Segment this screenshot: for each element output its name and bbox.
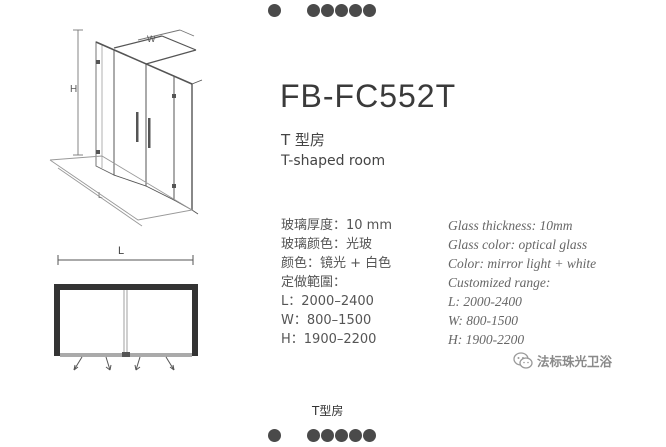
dot xyxy=(268,429,281,442)
spec-line: 玻璃厚度：10 mm xyxy=(281,218,393,233)
spec-line: 颜色：镜光 + 白色 xyxy=(281,256,392,271)
dot xyxy=(321,4,334,17)
dot xyxy=(349,429,362,442)
model-title: FB-FC552T xyxy=(280,78,457,114)
spec-line: Glass color: optical glass xyxy=(448,237,588,252)
spec-line: H：1900–2200 xyxy=(281,332,377,347)
wechat-icon xyxy=(513,351,533,369)
dot xyxy=(335,4,348,17)
dot xyxy=(349,4,362,17)
spec-line: Customized range: xyxy=(448,275,551,290)
dot xyxy=(307,429,320,442)
subtitle-chinese: T 型房 xyxy=(281,131,325,149)
dot xyxy=(321,429,334,442)
dot xyxy=(307,4,320,17)
spec-line: Color: mirror light + white xyxy=(448,256,597,271)
plan-diagram: L xyxy=(54,245,198,371)
width-label: W xyxy=(147,34,156,44)
spec-line: L：2000–2400 xyxy=(281,294,374,309)
dot-indicator-bottom xyxy=(268,429,377,442)
spec-line: W: 800-1500 xyxy=(448,313,518,328)
spec-line: L: 2000-2400 xyxy=(448,294,522,309)
specs-chinese: 玻璃厚度：10 mm 玻璃颜色：光玻 颜色：镜光 + 白色 定做範圍： L：20… xyxy=(281,216,392,349)
length-label-plan: L xyxy=(118,245,124,257)
isometric-diagram: H W L xyxy=(49,29,203,227)
watermark: 法标珠光卫浴 xyxy=(513,351,612,370)
caption: T型房 xyxy=(312,404,344,418)
length-label-iso: L xyxy=(98,191,103,200)
dot-indicator-top xyxy=(268,4,377,17)
watermark-text: 法标珠光卫浴 xyxy=(537,354,613,369)
height-label: H xyxy=(70,84,77,95)
dot xyxy=(268,4,281,17)
spec-line: 玻璃颜色：光玻 xyxy=(281,237,373,252)
dot xyxy=(363,4,376,17)
spec-line: Glass thickness: 10mm xyxy=(448,218,573,233)
subtitle-english: T-shaped room xyxy=(281,153,386,169)
dot xyxy=(335,429,348,442)
spec-line: H: 1900-2200 xyxy=(448,332,525,347)
spec-line: W：800–1500 xyxy=(281,313,372,328)
spec-line: 定做範圍： xyxy=(281,275,347,290)
dot xyxy=(363,429,376,442)
specs-english: Glass thickness: 10mm Glass color: optic… xyxy=(448,216,596,349)
